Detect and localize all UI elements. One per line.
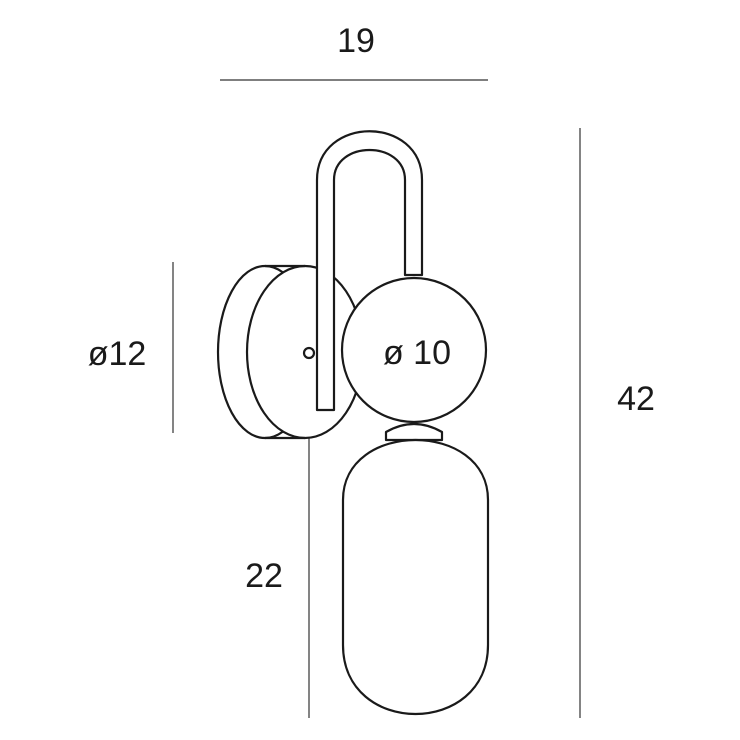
globe-ball bbox=[340, 276, 488, 424]
curved-arm bbox=[315, 130, 424, 412]
capsule-shade bbox=[341, 438, 490, 715]
width-label: 19 bbox=[337, 22, 375, 60]
base-diameter-label: ø12 bbox=[88, 335, 147, 373]
pendant-height-label: 22 bbox=[245, 557, 283, 595]
globe-diameter-label: ø 10 bbox=[383, 334, 451, 372]
shade-connector bbox=[384, 422, 444, 442]
mounting-screw bbox=[302, 346, 316, 360]
total-height-label: 42 bbox=[617, 380, 655, 418]
